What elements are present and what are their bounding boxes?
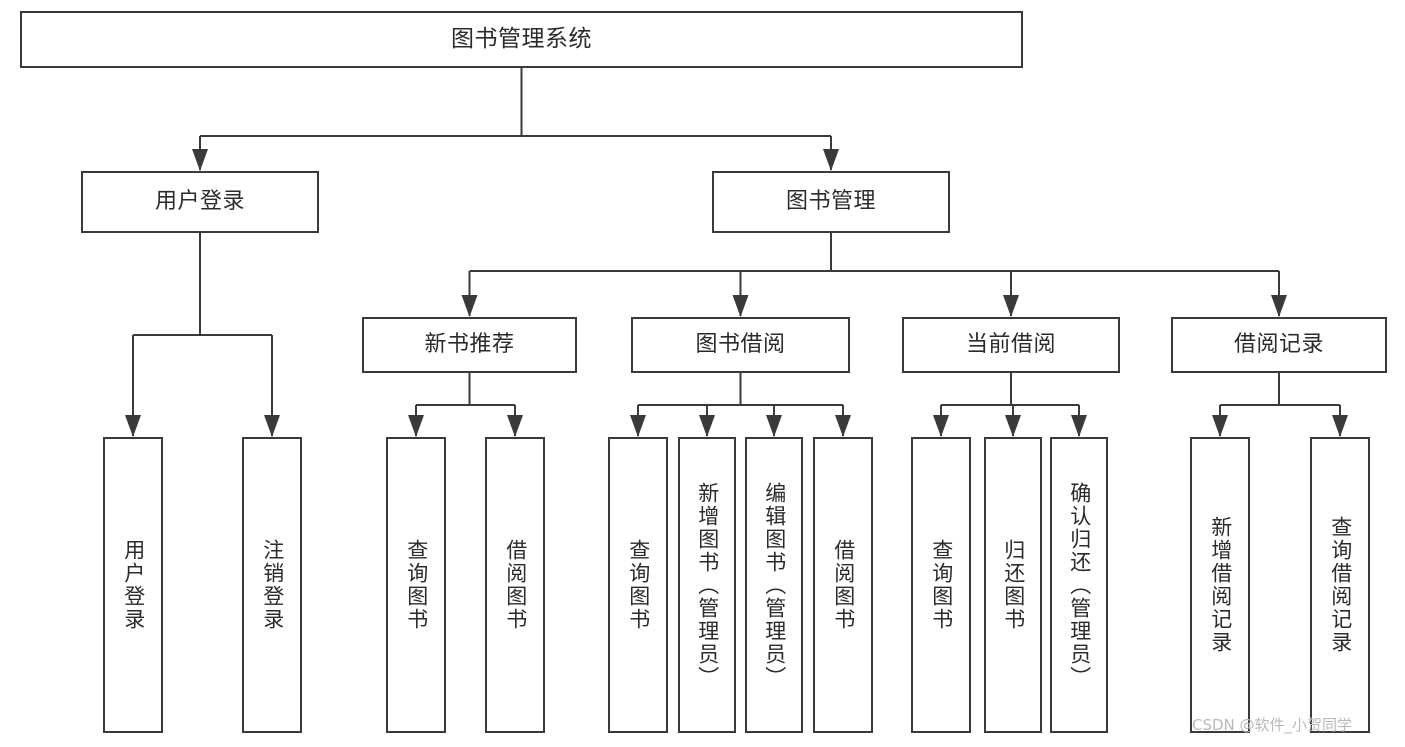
node-leaf-return-book[interactable]: 归还图书 xyxy=(984,437,1042,733)
node-label: 图书管理系统 xyxy=(451,25,592,52)
node-leaf-query-book-2[interactable]: 查询图书 xyxy=(608,437,668,733)
arrow-head-book_manage-1 xyxy=(732,295,749,317)
node-label: 用户登录 xyxy=(154,188,245,214)
node-book-manage[interactable]: 图书管理 xyxy=(712,171,950,233)
node-leaf-query-record[interactable]: 查询借阅记录 xyxy=(1310,437,1370,733)
arrow-head-root-0 xyxy=(192,149,208,171)
watermark: CSDN @软件_小贺同学 xyxy=(1192,716,1353,734)
node-label: 新书推荐 xyxy=(424,331,515,357)
node-label: 查询图书 xyxy=(626,539,651,631)
node-current-borrow[interactable]: 当前借阅 xyxy=(902,317,1120,373)
node-label: 查询图书 xyxy=(404,539,429,631)
node-leaf-edit-book[interactable]: 编辑图书（管理员） xyxy=(745,437,803,733)
node-label: 借阅图书 xyxy=(831,539,856,631)
arrow-head-current_borrow-0 xyxy=(933,415,949,437)
node-book-borrow[interactable]: 图书借阅 xyxy=(631,317,850,373)
node-label: 新增借阅记录 xyxy=(1208,516,1233,654)
arrow-head-book_manage-0 xyxy=(461,295,478,317)
node-leaf-add-record[interactable]: 新增借阅记录 xyxy=(1190,437,1250,733)
node-new-book-rec[interactable]: 新书推荐 xyxy=(362,317,577,373)
node-label: 图书借阅 xyxy=(695,331,786,357)
arrow-head-new_book_rec-1 xyxy=(507,415,523,437)
node-user-login[interactable]: 用户登录 xyxy=(81,171,319,233)
node-leaf-user-login[interactable]: 用户登录 xyxy=(103,437,163,733)
node-label: 查询图书 xyxy=(929,539,954,631)
node-leaf-confirm-return[interactable]: 确认归还（管理员） xyxy=(1050,437,1108,733)
node-leaf-query-book-3[interactable]: 查询图书 xyxy=(911,437,971,733)
arrow-head-book_borrow-2 xyxy=(766,415,782,437)
node-label: 借阅图书 xyxy=(503,539,528,631)
arrow-head-borrow_record-0 xyxy=(1212,415,1228,437)
node-label: 归还图书 xyxy=(1001,539,1026,631)
node-label: 新增图书（管理员） xyxy=(695,481,720,689)
arrow-head-book_borrow-1 xyxy=(699,415,715,437)
node-label: 图书管理 xyxy=(785,188,876,214)
arrow-head-new_book_rec-0 xyxy=(408,415,424,437)
arrow-head-book_manage-3 xyxy=(1271,295,1287,317)
node-label: 借阅记录 xyxy=(1233,331,1324,357)
node-label: 注销登录 xyxy=(260,539,285,631)
arrow-head-current_borrow-2 xyxy=(1071,415,1087,437)
arrow-head-book_borrow-3 xyxy=(835,415,851,437)
arrow-head-current_borrow-1 xyxy=(1005,415,1021,437)
node-label: 查询借阅记录 xyxy=(1328,516,1353,654)
arrow-head-user_login-0 xyxy=(125,415,141,437)
node-leaf-borrow-book-1[interactable]: 借阅图书 xyxy=(485,437,545,733)
node-leaf-query-book-1[interactable]: 查询图书 xyxy=(386,437,446,733)
node-label: 当前借阅 xyxy=(965,331,1056,357)
arrow-head-borrow_record-1 xyxy=(1332,415,1348,437)
node-leaf-borrow-book-2[interactable]: 借阅图书 xyxy=(813,437,873,733)
node-root[interactable]: 图书管理系统 xyxy=(20,11,1023,68)
node-label: 用户登录 xyxy=(121,539,146,631)
node-label: 确认归还（管理员） xyxy=(1067,481,1092,689)
arrow-head-book_manage-2 xyxy=(1003,295,1019,317)
arrow-head-root-1 xyxy=(823,149,839,171)
node-label: 编辑图书（管理员） xyxy=(762,481,787,689)
arrow-head-user_login-1 xyxy=(264,415,280,437)
node-borrow-record[interactable]: 借阅记录 xyxy=(1171,317,1387,373)
arrow-head-book_borrow-0 xyxy=(630,415,646,437)
node-leaf-add-book[interactable]: 新增图书（管理员） xyxy=(678,437,736,733)
node-leaf-logout[interactable]: 注销登录 xyxy=(242,437,302,733)
